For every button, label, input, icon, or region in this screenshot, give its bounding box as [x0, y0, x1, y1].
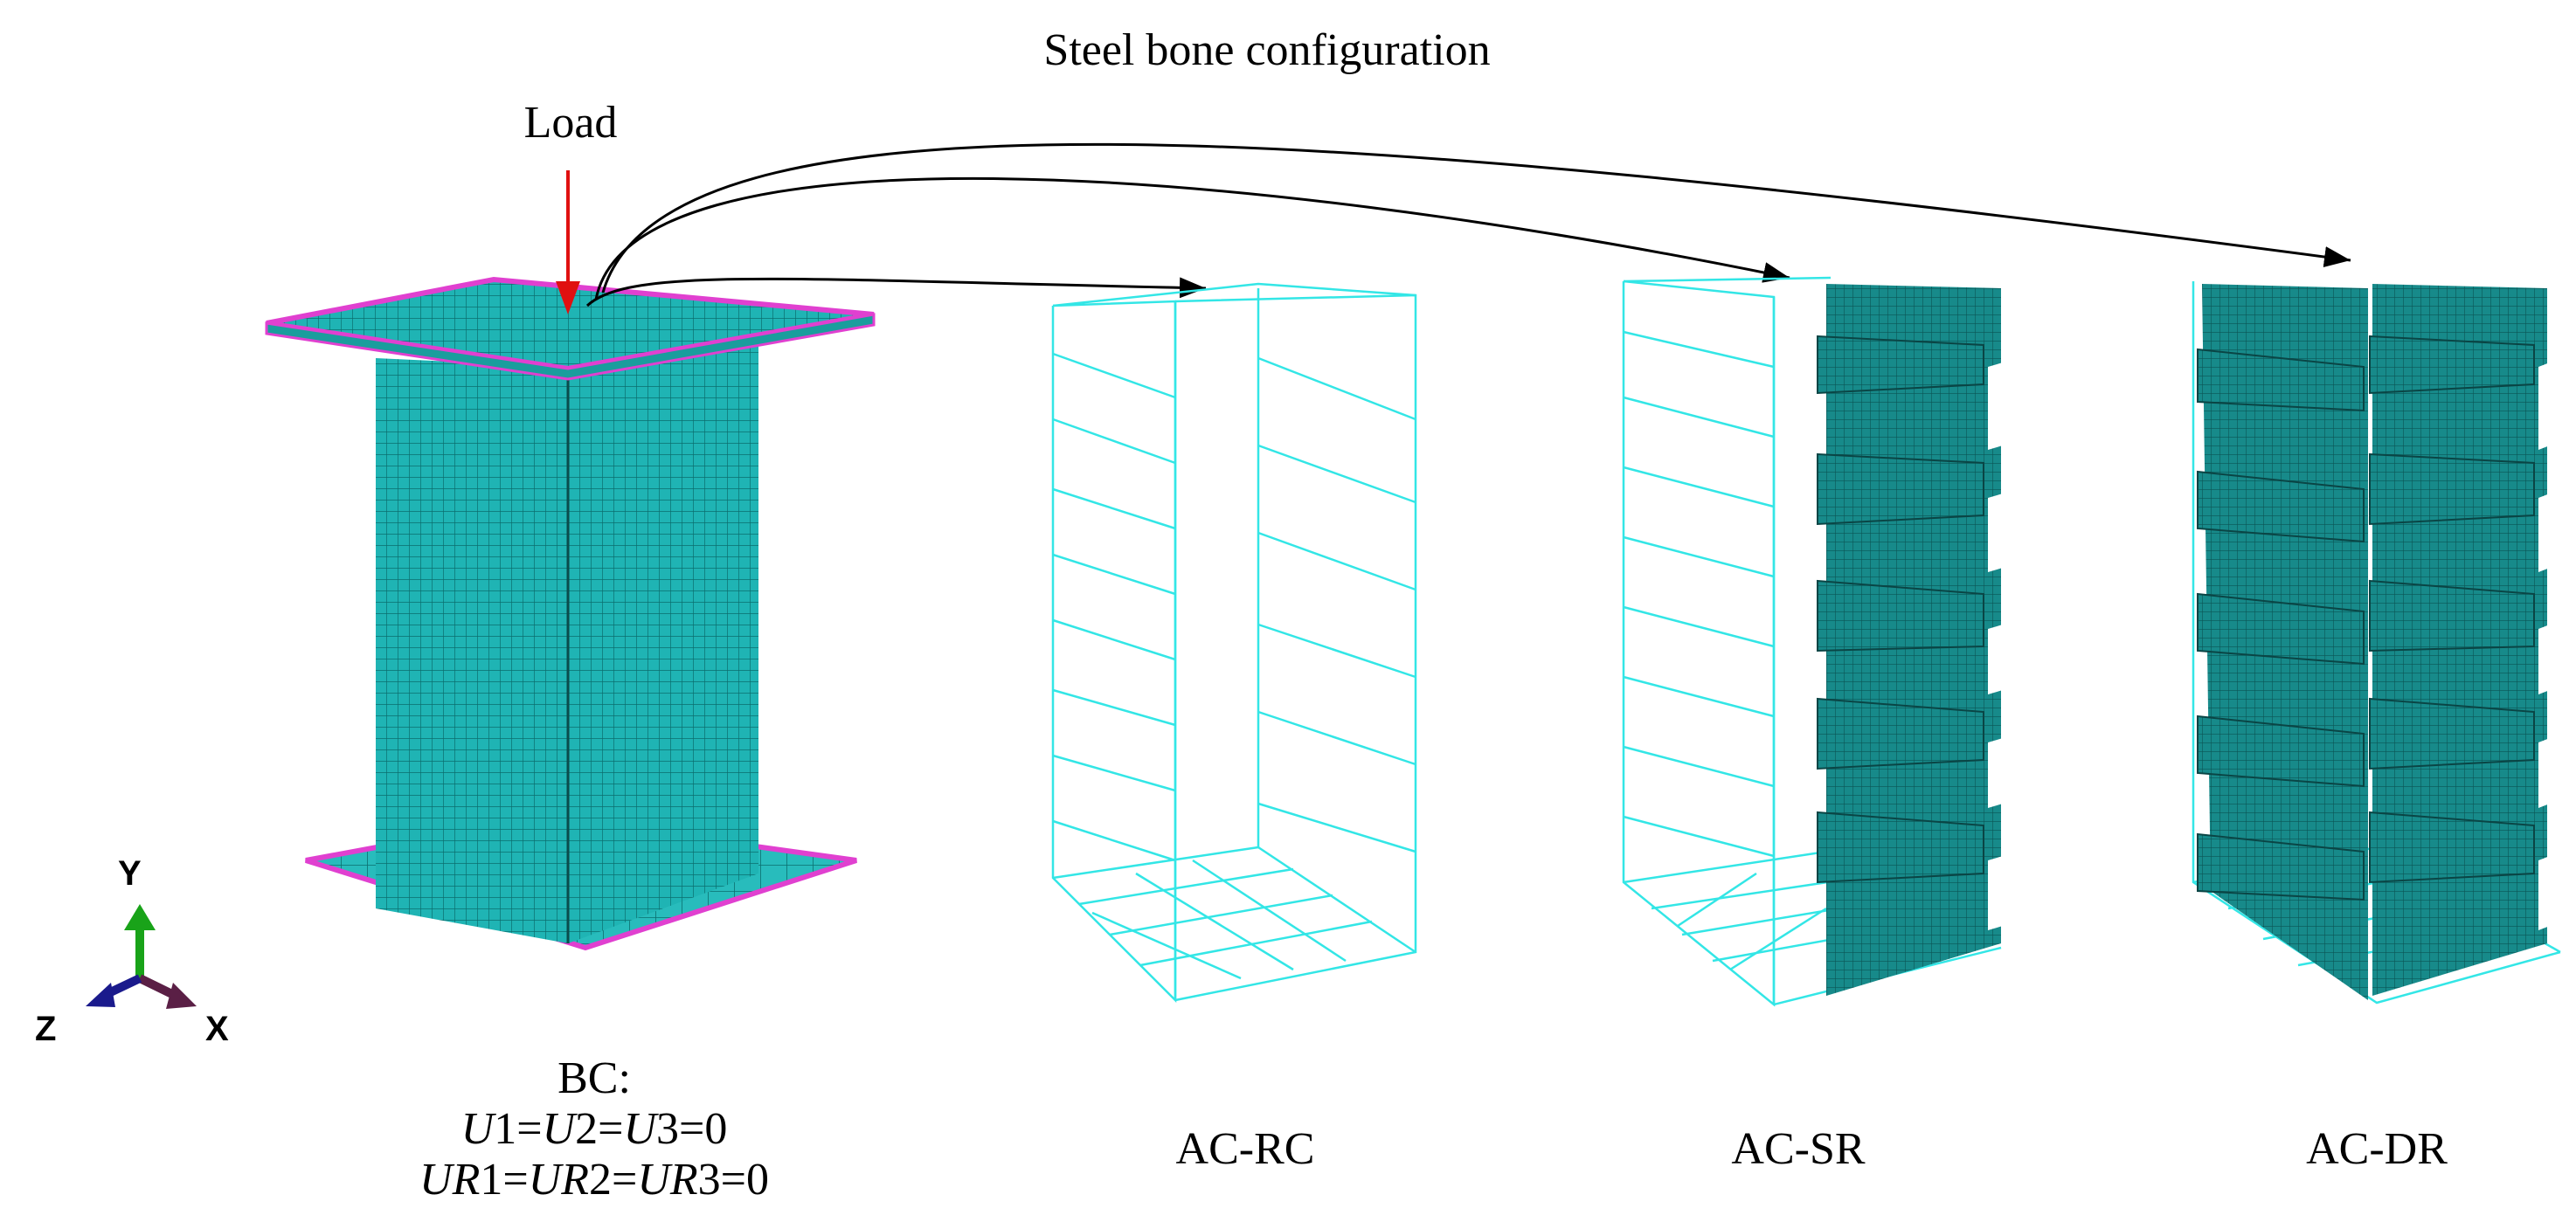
bc-variable: UR	[637, 1155, 698, 1205]
ac-rc-model	[1051, 282, 1417, 1004]
load-label: Load	[523, 98, 618, 148]
ac-sr-label: AC-SR	[1731, 1124, 1866, 1174]
column-right-face	[568, 342, 758, 943]
bc-line-1: U1=U2=U3=0	[419, 1104, 769, 1155]
bc-value: 2=	[575, 1104, 624, 1154]
arrow-to-ac-sr	[594, 176, 1790, 300]
diagram-title: Steel bone configuration	[1043, 25, 1491, 75]
coordinate-triad	[86, 904, 197, 1009]
arrow-to-ac-dr	[601, 142, 2351, 293]
bc-variable: U	[542, 1104, 576, 1154]
triad-x-label: X	[205, 1010, 229, 1048]
configuration-arrows	[585, 142, 2351, 307]
bc-value: 3=0	[697, 1155, 769, 1205]
triad-z-label: Z	[35, 1010, 57, 1048]
y-axis-head	[124, 904, 156, 930]
ac-dr-model	[2192, 281, 2561, 1005]
bc-value: 1=	[494, 1104, 543, 1154]
triad-y-label: Y	[118, 854, 142, 893]
column-model	[265, 170, 876, 951]
bc-variable: U	[460, 1104, 495, 1154]
bc-variable: UR	[528, 1155, 589, 1205]
x-axis-head	[166, 983, 197, 1009]
bc-variable: UR	[419, 1155, 481, 1205]
ac-rc-label: AC-RC	[1175, 1124, 1315, 1174]
bc-heading: BC:	[557, 1053, 631, 1103]
load-arrow-head	[556, 281, 580, 314]
bc-value: 3=0	[656, 1104, 728, 1154]
bc-value: 2=	[589, 1155, 638, 1205]
ac-sr-model	[1622, 276, 2003, 1007]
arrow-to-ac-rc	[585, 277, 1207, 307]
column-front-face	[376, 358, 568, 943]
boundary-conditions: BC: U1=U2=U3=0 UR1=UR2=UR3=0	[419, 1053, 769, 1205]
ac-dr-label: AC-DR	[2306, 1124, 2448, 1174]
bc-line-2: UR1=UR2=UR3=0	[419, 1155, 769, 1205]
z-axis-head	[86, 983, 115, 1007]
bc-value: 1=	[480, 1155, 529, 1205]
bc-variable: U	[623, 1104, 656, 1154]
